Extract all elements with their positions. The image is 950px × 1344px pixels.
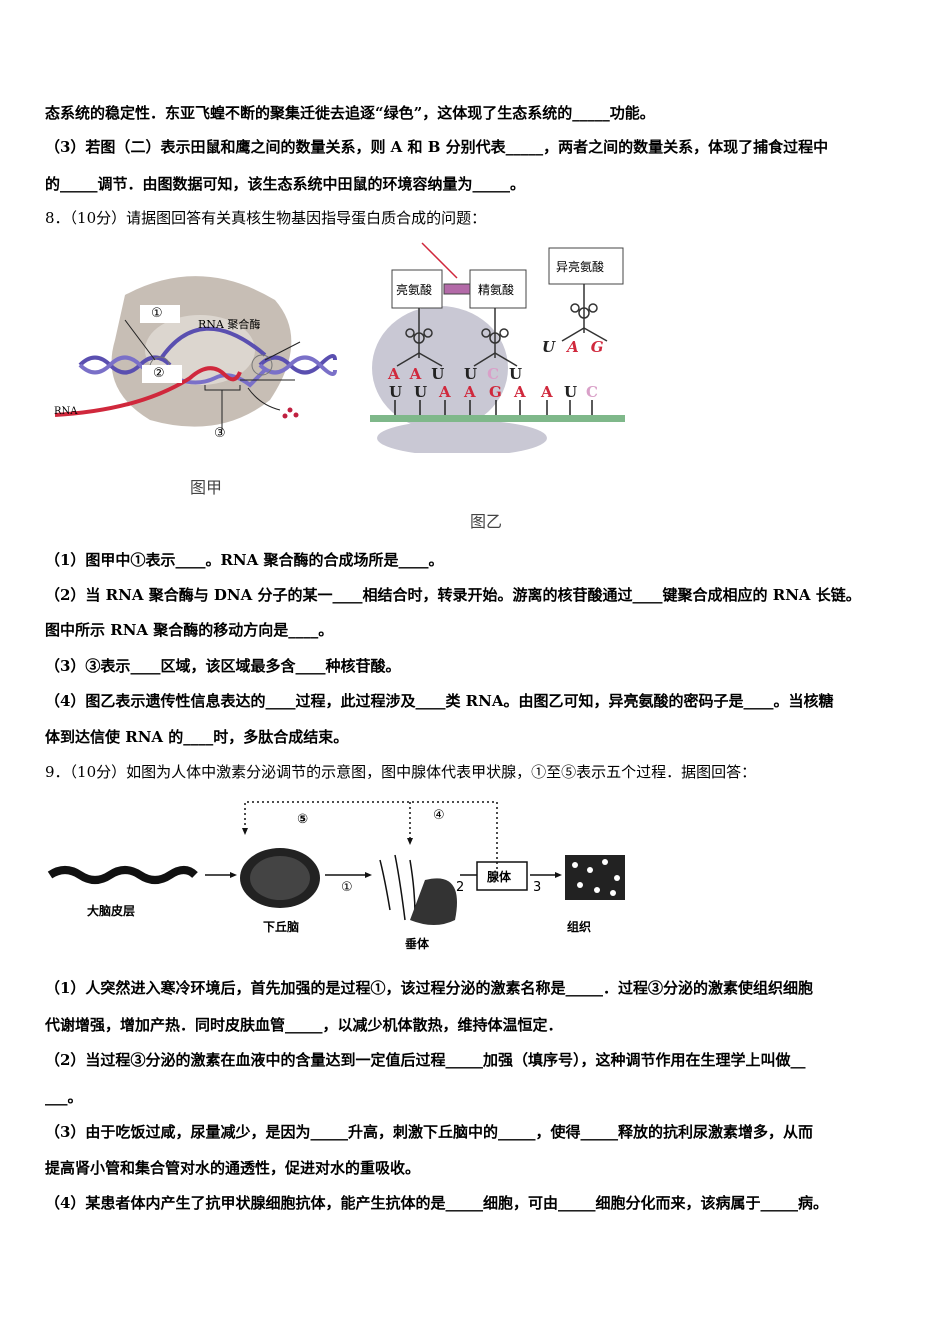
figure-hormone-regulation: 大脑皮层 下丘脑 垂体 腺体 组织 ① 2 3 ④ ⑤	[45, 790, 635, 960]
step-5: ⑤	[297, 812, 309, 827]
q9-part-3: （3）由于吃饭过咸，尿量减少，是因为_____升高，刺激下丘脑中的_____，使…	[45, 1123, 813, 1141]
q8-part-2-cont: 图中所示 RNA 聚合酶的移动方向是____。	[45, 621, 334, 639]
marker-2: ②	[153, 366, 165, 381]
step-2: 2	[456, 880, 465, 895]
q9-part-2-cont: ___。	[45, 1088, 83, 1106]
q8-part-3: （3）③表示____区域，该区域最多含____种核苷酸。	[45, 657, 401, 675]
rna-polymerase-label: RNA 聚合酶	[198, 318, 261, 331]
marker-1: ①	[151, 306, 163, 321]
label-hypothalamus: 下丘脑	[263, 920, 300, 934]
label-gland: 腺体	[487, 870, 512, 884]
step-4: ④	[433, 808, 445, 823]
label-tissue: 组织	[567, 920, 592, 934]
q9-part-3-cont: 提高肾小管和集合管对水的通透性，促进对水的重吸收。	[45, 1159, 421, 1177]
figure-yi-caption: 图乙	[470, 512, 503, 531]
figure-jia-caption: 图甲	[190, 478, 223, 497]
amino-acid-isoleucine: 异亮氨酸	[556, 260, 605, 274]
q8-part-4: （4）图乙表示遗传性信息表达的____过程，此过程涉及____类 RNA。由图乙…	[45, 692, 834, 710]
q9-part-1-cont: 代谢增强，增加产热．同时皮肤血管_____，以减少机体散热，维持体温恒定．	[45, 1016, 563, 1034]
text-line: 的_____调节．由图数据可知，该生态系统中田鼠的环境容纳量为_____。	[45, 175, 526, 193]
text-line: （3）若图（二）表示田鼠和鹰之间的数量关系，则 A 和 B 分别代表_____，…	[45, 138, 829, 156]
amino-acid-arginine: 精氨酸	[478, 283, 515, 297]
question-9-header: 9．（10分）如图为人体中激素分泌调节的示意图，图中腺体代表甲状腺，①至⑤表示五…	[45, 763, 757, 781]
figure-jia-transcription: RNA 聚合酶 ① ② ③ RNA	[50, 260, 350, 441]
step-1: ①	[341, 880, 353, 895]
amino-acid-leucine: 亮氨酸	[396, 283, 433, 297]
text-line: 态系统的稳定性．东亚飞蝗不断的聚集迁徙去追逐“绿色”，这体现了生态系统的____…	[45, 104, 655, 122]
q8-part-4-cont: 体到达信使 RNA 的____时，多肽合成结束。	[45, 728, 349, 746]
q8-part-1: （1）图甲中①表示____。RNA 聚合酶的合成场所是____。	[45, 551, 444, 569]
q8-part-2: （2）当 RNA 聚合酶与 DNA 分子的某一____相结合时，转录开始。游离的…	[45, 586, 861, 604]
q9-part-4: （4）某患者体内产生了抗甲状腺细胞抗体，能产生抗体的是_____细胞，可由___…	[45, 1194, 828, 1212]
step-3: 3	[533, 880, 542, 895]
q9-part-1: （1）人突然进入寒冷环境后，首先加强的是过程①，该过程分泌的激素名称是_____…	[45, 979, 813, 997]
label-cerebral-cortex: 大脑皮层	[87, 904, 136, 918]
question-8-header: 8．（10分）请据图回答有关真核生物基因指导蛋白质合成的问题：	[45, 209, 487, 227]
q9-part-2: （2）当过程③分泌的激素在血液中的含量达到一定值后过程_____加强（填序号），…	[45, 1051, 806, 1069]
marker-3: ③	[214, 426, 226, 441]
rna-label: RNA	[54, 406, 78, 417]
label-pituitary: 垂体	[405, 937, 430, 951]
